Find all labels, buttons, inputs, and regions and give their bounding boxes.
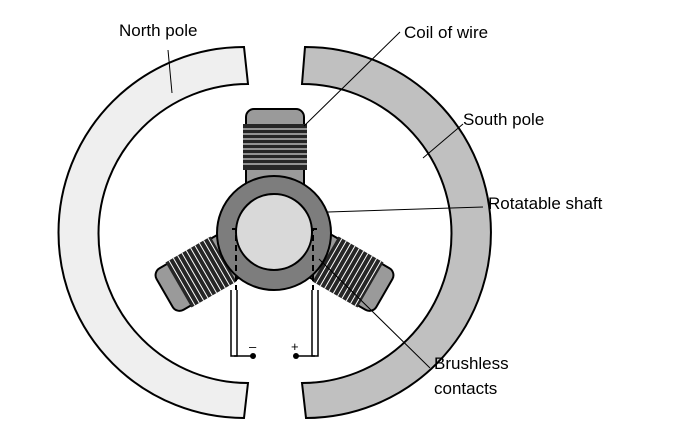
brush-contact-right-dashed — [312, 228, 319, 291]
terminal-lead-positive — [311, 290, 319, 357]
leader-south-pole — [422, 123, 464, 159]
coil-top — [243, 108, 307, 194]
terminal-positive — [293, 353, 299, 359]
label-south-pole: South pole — [463, 110, 544, 129]
label-coil-of-wire: Coil of wire — [404, 23, 488, 42]
label-rotatable-shaft: Rotatable shaft — [488, 194, 603, 213]
terminal-negative — [250, 353, 256, 359]
label-minus: – — [249, 339, 257, 354]
label-brushless-line2: contacts — [434, 379, 497, 398]
rotatable-shaft — [235, 193, 313, 271]
label-north-pole: North pole — [119, 21, 197, 40]
leader-rotatable-shaft — [327, 206, 484, 213]
label-brushless-line1: Brushless — [434, 354, 509, 373]
leader-brushless-contacts — [318, 258, 431, 369]
north-pole-magnet — [57, 45, 250, 420]
leader-north-pole — [167, 49, 173, 94]
brush-contact-left-dashed — [230, 228, 237, 291]
leader-coil-of-wire — [303, 31, 401, 127]
terminal-lead-negative — [230, 290, 238, 357]
label-plus: + — [291, 339, 299, 354]
